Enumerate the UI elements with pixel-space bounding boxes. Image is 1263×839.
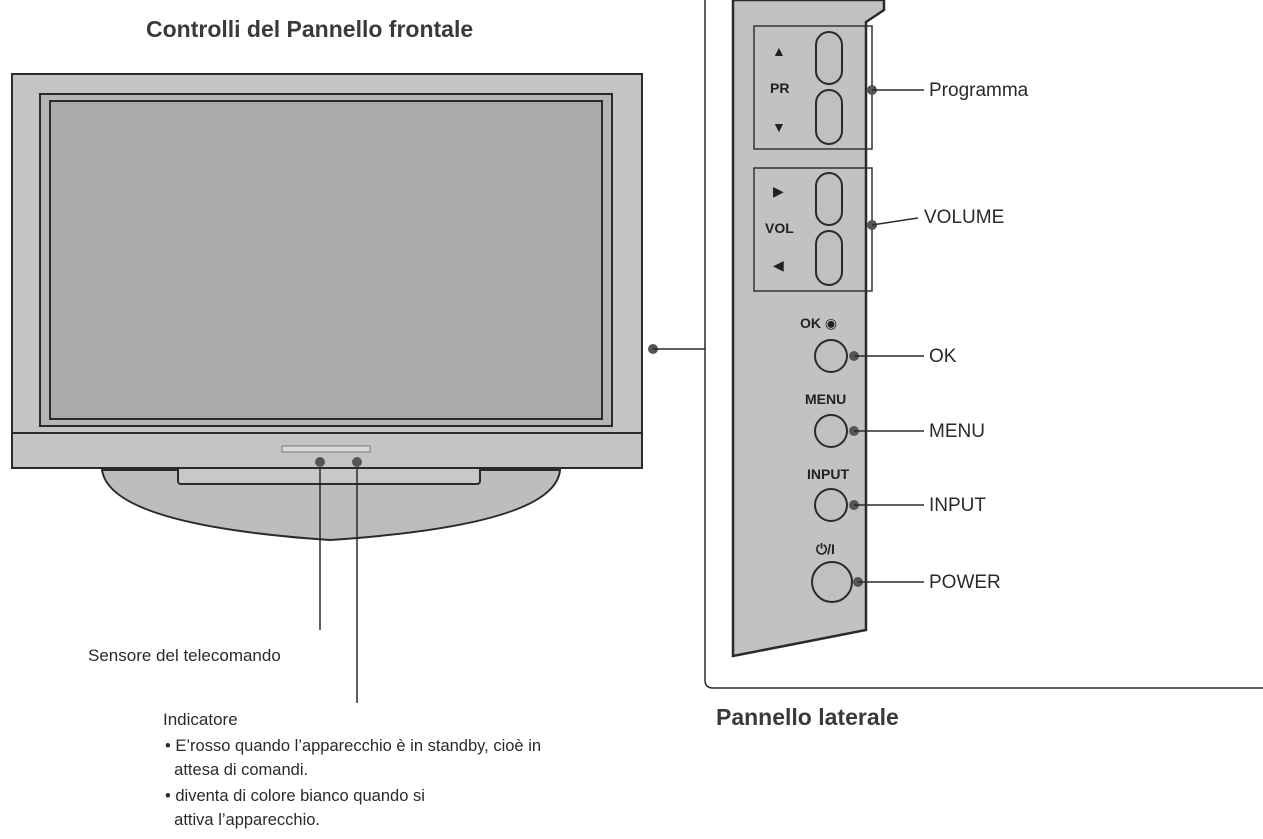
vol-down-arrow-icon: ◀ xyxy=(773,257,784,273)
vol-label: VOL xyxy=(765,220,794,236)
tv-stand-base xyxy=(100,469,562,542)
pr-down-arrow-icon: ▼ xyxy=(772,119,786,135)
pr-label: PR xyxy=(770,80,790,96)
tv-screen xyxy=(49,100,603,420)
side-panel-body xyxy=(731,0,886,658)
menu-label: MENU xyxy=(929,421,985,442)
menu-button-shape xyxy=(814,414,848,448)
remote-sensor-dot xyxy=(315,457,325,467)
indicator-heading: Indicatore xyxy=(163,710,238,729)
volume-callout-line xyxy=(871,217,919,226)
power-button-label: ⏻/I xyxy=(816,541,835,557)
indicator-dot xyxy=(352,457,362,467)
vol-up-arrow-icon: ▶ xyxy=(773,183,784,199)
power-label: POWER xyxy=(929,572,1001,593)
indicator-note-1: • E’rosso quando l’apparecchio è in stan… xyxy=(165,737,542,755)
pr-up-button[interactable] xyxy=(816,32,842,84)
input-button[interactable] xyxy=(815,489,847,521)
volume-label: VOLUME xyxy=(924,207,1005,228)
programma-label: Programma xyxy=(929,80,1029,101)
input-label: INPUT xyxy=(929,495,986,516)
input-button-label: INPUT xyxy=(807,466,849,482)
vol-down-rocker xyxy=(815,230,843,286)
menu-button-label: MENU xyxy=(805,391,847,407)
side-frame-outline xyxy=(704,0,1263,689)
vol-down-button[interactable] xyxy=(816,231,842,285)
pr-up-arrow-icon: ▲ xyxy=(772,43,786,59)
tv-front-window xyxy=(281,445,371,453)
power-button[interactable] xyxy=(812,562,852,602)
indicator-note-2: attesa di comandi. xyxy=(165,761,309,779)
pr-down-rocker xyxy=(815,89,843,145)
pr-up-rocker xyxy=(815,31,843,85)
ok-button-label: OK ◉ xyxy=(800,315,838,331)
indicator-note-3: • diventa di colore bianco quando si xyxy=(165,787,425,805)
indicator-note-4: attiva l’apparecchio. xyxy=(165,811,321,829)
menu-button[interactable] xyxy=(815,415,847,447)
ok-label: OK xyxy=(929,346,957,367)
front-panel-title: Controlli del Pannello frontale xyxy=(146,16,474,42)
ok-button-shape xyxy=(814,339,848,373)
pr-down-button[interactable] xyxy=(816,90,842,144)
side-panel-title: Pannello laterale xyxy=(716,704,899,730)
remote-sensor-label: Sensore del telecomando xyxy=(88,646,281,665)
ok-button[interactable] xyxy=(815,340,847,372)
power-button-shape xyxy=(811,561,853,603)
input-button-shape xyxy=(814,488,848,522)
vol-up-button[interactable] xyxy=(816,173,842,225)
vol-up-rocker xyxy=(815,172,843,226)
